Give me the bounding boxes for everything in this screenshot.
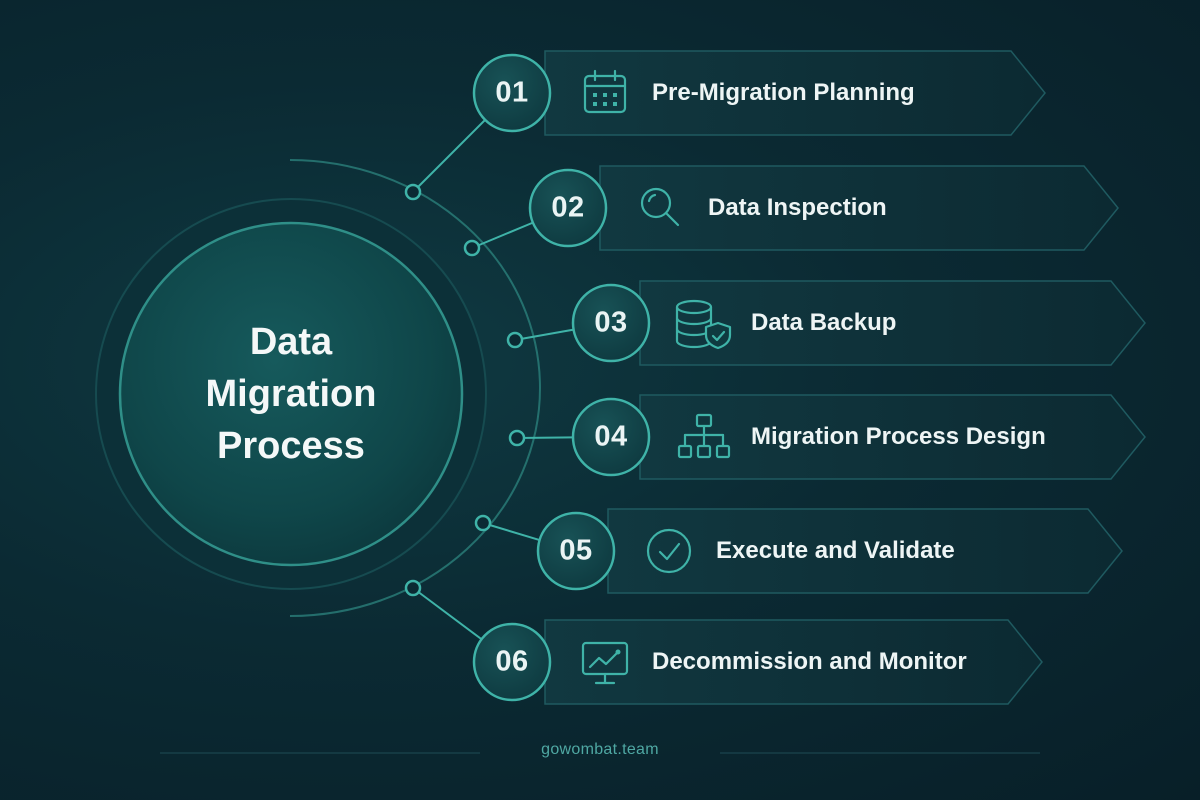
diagram-title: Data Migration Process [120,223,462,565]
arc-node [404,183,422,201]
connector-line [412,119,486,193]
process-step [404,579,1043,705]
step-card [639,280,1146,366]
step-number-circle [472,622,552,702]
step-number: 05 [559,534,593,567]
step-number: 02 [551,191,585,224]
connector-line [471,221,534,249]
step-card [544,619,1043,705]
step-card [607,508,1123,594]
step-number: 03 [594,306,628,339]
arc-node [404,579,422,597]
step-label: Data Backup [751,309,897,336]
step-number-circle [536,511,616,591]
process-step [506,280,1146,366]
connector-line [516,436,574,439]
process-step [404,50,1046,201]
step-label: Execute and Validate [716,537,955,564]
monitor-chart-icon [581,641,629,685]
step-label: Pre-Migration Planning [652,79,915,106]
process-step [508,394,1146,480]
title-line: Data [249,321,333,363]
database-shield-icon [675,299,732,350]
step-card [639,394,1146,480]
connector-line [482,522,540,542]
connector-line [412,587,483,641]
step-label: Migration Process Design [751,423,1046,450]
calendar-icon [583,69,627,114]
step-number: 06 [495,645,529,678]
check-circle-icon [646,528,692,574]
arc-node [463,239,481,257]
hierarchy-icon [677,413,731,459]
step-number-circle [472,53,552,133]
step-label: Decommission and Monitor [652,648,967,675]
step-label: Data Inspection [708,194,887,221]
step-number: 04 [594,420,628,453]
title-line: Migration [205,373,377,415]
step-number-circle [571,283,651,363]
footer-brand: gowombat.team [541,741,659,758]
hub-circle [118,221,464,567]
magnifier-icon [640,187,680,227]
step-card [599,165,1119,251]
step-number-circle [528,168,608,248]
arc-node [506,331,524,349]
step-number: 01 [495,76,529,109]
title-line: Process [217,425,365,467]
step-number-circle [571,397,651,477]
arc-node [474,514,492,532]
arc-node [508,429,526,447]
process-step [474,508,1123,594]
step-card [544,50,1046,136]
connector-line [514,328,574,341]
process-step [463,165,1119,257]
